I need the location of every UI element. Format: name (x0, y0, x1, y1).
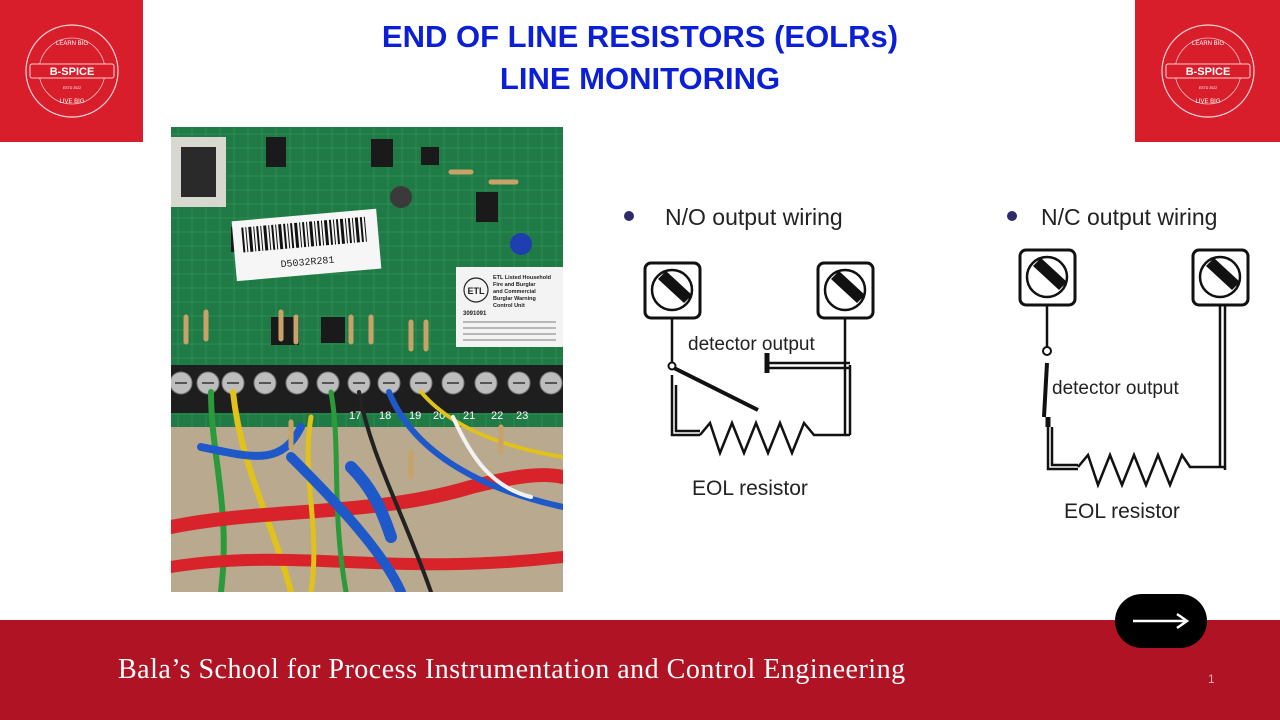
no-heading: N/O output wiring (665, 204, 843, 230)
svg-text:ETL: ETL (468, 286, 486, 296)
switch-contact (673, 366, 759, 412)
bullet-icon (1007, 211, 1017, 221)
b-spice-logo-icon: B-SPICE LEARN BIG ESTD 2022 LIVE BIG (24, 24, 119, 118)
logo-estd: ESTD 2022 (1198, 86, 1216, 90)
nc-heading: N/C output wiring (1041, 204, 1217, 230)
slide-subtitle: LINE MONITORING (499, 61, 781, 96)
svg-text:17: 17 (349, 410, 361, 422)
svg-text:21: 21 (463, 410, 475, 422)
logo-bottom-text: LIVE BIG (1195, 99, 1220, 105)
no-detector-label: detector output (688, 334, 815, 355)
logo-brand: B-SPICE (49, 66, 94, 78)
page-number: 1 (1208, 672, 1215, 686)
barcode-number: D5032R281 (280, 256, 335, 272)
svg-text:23: 23 (516, 410, 528, 422)
no-wiring-diagram: N/O output wiring detector output EOL (624, 204, 875, 500)
barcode-label (231, 208, 382, 282)
no-resistor-label: EOL resistor (692, 477, 808, 500)
footer-bar (0, 620, 1280, 720)
b-spice-logo-icon: B-SPICE LEARN BIG ESTD 2022 LIVE BIG (1160, 24, 1255, 118)
svg-text:18: 18 (379, 410, 391, 422)
next-slide-button[interactable] (1115, 594, 1207, 648)
svg-text:3091091: 3091091 (463, 311, 487, 317)
svg-text:Burglar Warning: Burglar Warning (493, 296, 536, 302)
svg-text:19: 19 (409, 410, 421, 422)
logo-top-text: LEARN BIG (55, 41, 87, 47)
arrow-right-icon (1133, 612, 1190, 630)
terminal-screw-icon (1018, 248, 1077, 307)
logo-bottom-text: LIVE BIG (59, 99, 84, 105)
switch-contact (1042, 362, 1049, 418)
slide-title: END OF LINE RESISTORS (EOLRs) (381, 19, 899, 54)
control-panel-photo: D5032R281 ETL ETL Listed Household Fire … (171, 127, 563, 592)
nc-wiring-diagram: N/C output wiring detector output EOL re… (1007, 204, 1250, 523)
logo-right: B-SPICE LEARN BIG ESTD 2022 LIVE BIG (1135, 0, 1280, 142)
svg-text:ETL Listed Household: ETL Listed Household (493, 275, 551, 281)
logo-brand: B-SPICE (1185, 66, 1230, 78)
terminal-screw-icon (643, 261, 702, 320)
bullet-icon (624, 211, 634, 221)
school-name: Bala’s School for Process Instrumentatio… (118, 654, 906, 685)
svg-text:and Commercial: and Commercial (493, 289, 536, 295)
wiring-diagrams: N/O output wiring detector output EOL (624, 204, 1250, 523)
nc-resistor-label: EOL resistor (1064, 500, 1180, 523)
terminal-screw-icon (816, 261, 875, 320)
eol-resistor-symbol (699, 419, 850, 457)
svg-text:Control Unit: Control Unit (493, 303, 525, 309)
logo-top-text: LEARN BIG (1191, 41, 1223, 47)
logo-left: B-SPICE LEARN BIG ESTD 2022 LIVE BIG (0, 0, 143, 142)
svg-text:22: 22 (491, 410, 503, 422)
nc-detector-label: detector output (1052, 378, 1179, 399)
logo-estd: ESTD 2022 (62, 86, 80, 90)
svg-text:Fire and Burglar: Fire and Burglar (493, 282, 536, 288)
terminal-screw-icon (1191, 248, 1250, 307)
eol-resistor-symbol (1077, 451, 1225, 489)
